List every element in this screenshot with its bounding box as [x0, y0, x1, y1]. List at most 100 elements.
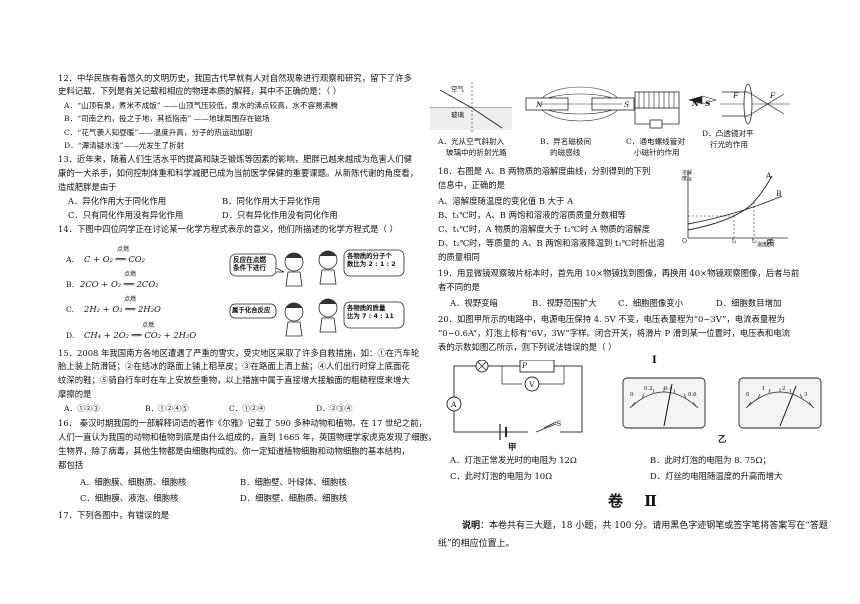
- q14-bubble-3: 属于化合反应: [232, 306, 271, 314]
- q13-option-a: A．异化作用大于同化作用: [68, 196, 167, 206]
- q13-stem-line2: 康的一大杀手，如何控制体重和科学减肥已成为当前医学保健的重要课题。从新陈代谢的角…: [58, 168, 419, 178]
- q17-caption-c2: 小磁针的作用: [634, 148, 680, 157]
- q15-option-a: A．①②③: [64, 404, 100, 413]
- q14-bubble-2: 各物质的分子个 数比为 2 : 1 : 2: [347, 252, 396, 268]
- q14-bubble-4: 各物质的质量 比为 7 : 4 : 11: [347, 304, 394, 320]
- q13-stem-line1: 13．近年来，随着人们生活水平的提高和缺乏锻炼等因素的影响，肥胖已越来越成为危害…: [58, 154, 413, 164]
- q18-curve-b-label: B: [776, 189, 782, 198]
- q17-label-glass: 玻璃: [451, 111, 464, 119]
- q17-caption-d1: D．凸透镜对平: [702, 129, 754, 138]
- q20-label-v: V: [529, 380, 535, 389]
- q18-option-c: C、t₁℃时，A 物质的溶解度大于 t₂℃时 A 物质的溶解度: [438, 224, 651, 234]
- q15-stem-line2: 胎上装上防滑链；②在结冰的路面上铺上稻草皮；③在路面上洒上盐；④人们出行时穿上底…: [58, 361, 410, 371]
- q14-stem: 14．下图中四位同学正在讨论某一化学方程式表示的意义，他们所描述的化学方程式是（…: [58, 224, 398, 234]
- ammeter-tick-2: 0.4: [664, 386, 673, 392]
- q16-stem-line3: 生物界，除了病毒，其他生物都是由细胞构成的。你一定知道植物细胞和动物细胞的基本结…: [58, 446, 410, 456]
- ammeter-tick-1: 0.2: [644, 386, 653, 392]
- q14-b-equation: 2CO + O₂ ══ 2CO₂: [80, 279, 159, 289]
- q15-option-d: D．②③④: [316, 404, 353, 413]
- ammeter-tick-0: 0: [630, 392, 634, 398]
- q17-label-s: S: [624, 100, 630, 109]
- q20-stem-line3: 表的示数如图乙所示，则下列说法错误的是（ ）: [438, 342, 617, 352]
- ammeter-needle-icon: [663, 383, 673, 427]
- q18-curve-a-label: A: [766, 171, 772, 180]
- q14-bubble-1: 反应在点燃 条件下进行: [233, 256, 266, 272]
- q20-stem-line2: “0~0.6A”，灯泡上标有“6V，3W”字样。闭合开关，将滑片 P 滑到某一位…: [438, 328, 791, 338]
- q17-caption-a2: 玻璃中的折射光路: [446, 148, 507, 157]
- voltmeter-tick-0: 0: [746, 392, 750, 398]
- q12-stem-line2: 史料记载．下列是有关记载和相应的物理本质的解释，其中不正确的是：（ ）: [58, 86, 342, 96]
- q16-option-a: A．细胞膜、细胞质、细胞核: [80, 477, 187, 487]
- curve-a-line: [687, 175, 773, 231]
- q13-option-d: D．只有异化作用没有同化作用: [222, 210, 338, 220]
- q14-b-condition: 点燃: [124, 271, 137, 278]
- q20-option-d: D．灯丝的电阻随温度的升高而增大: [650, 471, 783, 481]
- q20-circuit-diagram: [446, 360, 583, 440]
- q19-stem-line1: 19．用显微镜观察玻片标本时，首先用 10×物镜找到图像，再换用 40×物镜观察…: [438, 268, 800, 278]
- q19-option-c: C．细胞图像变小: [618, 298, 684, 308]
- q20-label-a: A: [451, 400, 457, 409]
- q17-label-f1: F: [733, 91, 739, 100]
- section-note-label: 说明: [462, 521, 481, 531]
- q18-graph-y-label: 溶解度/g: [682, 170, 693, 182]
- q14-a-equation: C + O₂ ══ CO₂: [84, 254, 146, 264]
- q13-option-b: B．同化作用大于异化作用: [222, 196, 321, 206]
- q14-d-condition: 点燃: [142, 322, 155, 329]
- voltmeter-needle-icon: [779, 385, 797, 427]
- voltmeter-tick-1: 1: [762, 386, 766, 392]
- q17-needle-s: S: [705, 99, 711, 108]
- q14-c-equation: 2H₂ + O₂ ══ 2H₂O: [84, 304, 161, 314]
- q17-figures: [430, 82, 790, 134]
- convex-lens-icon: [743, 83, 753, 125]
- voltmeter-tick-2: 2: [782, 386, 786, 392]
- q18-option-a: A、溶解度随温度的变化值 B 大于 A: [438, 196, 574, 206]
- section-2-title: 卷 Ⅱ: [608, 492, 665, 510]
- q18-solubility-graph: [687, 172, 788, 239]
- q18-stem-line2: 信息中，正确的是: [438, 180, 505, 190]
- q17-caption-b1: B．异名磁极间: [540, 137, 592, 146]
- q12-option-b: B．“司南之杓，投之于地，其抵指南” ——地球周围存在磁场: [64, 114, 270, 123]
- q19-option-d: D．细胞数目增加: [716, 298, 782, 308]
- q20-label-jia: 甲: [508, 442, 517, 452]
- q13-option-c: C．只有同化作用没有异化作用: [68, 210, 184, 220]
- q14-a-label: A.: [66, 255, 74, 264]
- q13-stem-line3: 造成肥胖是由于: [58, 182, 117, 192]
- q17-caption-a1: A．光从空气斜射入: [438, 137, 505, 146]
- q18-graph-origin: O: [682, 238, 687, 245]
- q18-option-d-line1: D、t₂℃时，等质量的 A、B 两饱和溶液降温到 t₁℃时析出溶: [438, 238, 665, 248]
- section-note-line1: ：本卷共有三大题，18 小题，共 100 分。请用黑色字迹钢笔或签字笔将答案写在…: [480, 521, 828, 531]
- q17-caption-b2: 的磁感线: [550, 148, 581, 157]
- q14-b-label: B.: [66, 280, 74, 289]
- solenoid-coil-icon: [634, 91, 680, 109]
- q16-stem-line4: 都包括: [58, 460, 84, 470]
- q20-label-yi: 乙: [718, 434, 727, 444]
- ammeter-tick-3: 0.6: [688, 392, 697, 398]
- q12-stem-line1: 12．中华民族有着悠久的文明历史，我国古代早就有人对自然现象进行观察和研究，留下…: [58, 73, 413, 83]
- q20-option-b: B．此时灯泡的电阻为 8. 75Ω；: [650, 455, 771, 465]
- q17-solenoid-diagram: [634, 91, 718, 129]
- q18-stem-line1: 18．右图是 A、B 两物质的溶解度曲线，分别得到的下列: [438, 166, 651, 176]
- q18-graph-t1: t₁: [732, 238, 737, 245]
- q17-stem: 17．下列各图中，有错误的是: [58, 510, 170, 520]
- q14-c-label: C.: [66, 305, 74, 314]
- q15-stem-line4: 摩擦的是: [58, 389, 92, 399]
- q17-needle-n: N: [692, 99, 699, 108]
- q18-graph-t2: t₂: [752, 238, 757, 245]
- voltmeter-tick-3: 3: [804, 392, 808, 398]
- q18-option-d-line3: 的质量相同: [438, 252, 480, 262]
- q17-magnets-diagram: [525, 86, 635, 122]
- rheostat-icon: [519, 360, 555, 373]
- q20-option-a: A．灯泡正常发光时的电阻为 12Ω: [450, 455, 577, 465]
- q20-voltmeter-dial: [738, 377, 822, 429]
- q15-stem-line3: 纹深的鞋；⑤骑自行车时在车上安放些重物，以上措施中属于直接增大接触面的粗糙程度来…: [58, 375, 410, 385]
- q20-label-s: S: [556, 419, 562, 428]
- q19-stem-line2: 者不同的是: [438, 282, 480, 292]
- curve-b-line: [687, 195, 783, 225]
- section-note-line2: 纸”的相应位置上。: [438, 539, 515, 549]
- q12-option-d: D．“潭清疑水浅”——光发生了折射: [64, 141, 185, 150]
- q14-a-condition: 点燃: [117, 246, 130, 253]
- q20-label-p: P: [522, 361, 528, 370]
- q19-option-b: B．视野范围扩大: [532, 298, 597, 308]
- q17-label-f2: F: [770, 91, 776, 100]
- q20-ammeter-dial: [622, 377, 706, 429]
